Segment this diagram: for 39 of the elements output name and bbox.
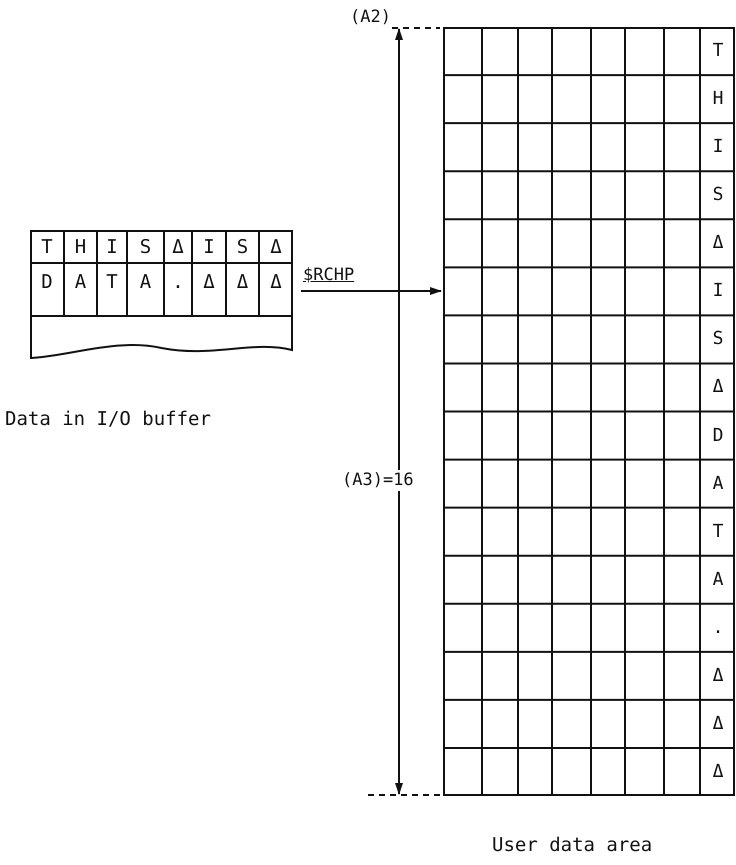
- cell-character: A: [712, 474, 724, 493]
- cell-character: I: [203, 238, 215, 257]
- cell-character: I: [106, 238, 118, 257]
- cell-character: Δ: [270, 238, 282, 257]
- edge-label: $RCHP: [303, 267, 354, 284]
- cell-character: Δ: [712, 762, 724, 781]
- cell-character: T: [712, 42, 724, 60]
- cell-character: A: [712, 570, 724, 589]
- cell-character: .: [712, 618, 724, 637]
- cell-character: A: [140, 273, 152, 292]
- cell-character: S: [140, 238, 152, 257]
- cell-character: Δ: [270, 273, 282, 292]
- cell-character: Δ: [172, 238, 184, 257]
- arrow: [301, 287, 442, 295]
- area-caption: User data area: [492, 836, 652, 855]
- cell-character: Δ: [203, 273, 215, 292]
- cell-character: D: [41, 273, 53, 292]
- cell-character: Δ: [712, 378, 724, 396]
- cell-character: S: [712, 186, 724, 204]
- cell-character: Δ: [712, 666, 724, 685]
- cell-character: H: [74, 238, 86, 257]
- data-area-grid: [443, 27, 735, 796]
- cell-character: S: [712, 330, 724, 348]
- cell-character: Δ: [712, 714, 724, 733]
- address-label: (A2): [350, 9, 391, 26]
- cell-character: D: [712, 426, 724, 445]
- cell-character: Δ: [236, 273, 248, 292]
- cell-character: I: [712, 138, 724, 156]
- cell-character: T: [712, 522, 724, 541]
- cell-character: T: [106, 273, 118, 292]
- cell-character: I: [712, 282, 724, 300]
- cell-character: .: [172, 273, 184, 292]
- cell-character: T: [41, 238, 53, 257]
- buffer-box: [30, 230, 293, 360]
- cell-character: A: [74, 273, 86, 292]
- buffer-caption: Data in I/O buffer: [5, 410, 211, 429]
- cell-character: Δ: [712, 234, 724, 252]
- cell-character: S: [236, 238, 248, 257]
- cell-character: H: [712, 90, 724, 108]
